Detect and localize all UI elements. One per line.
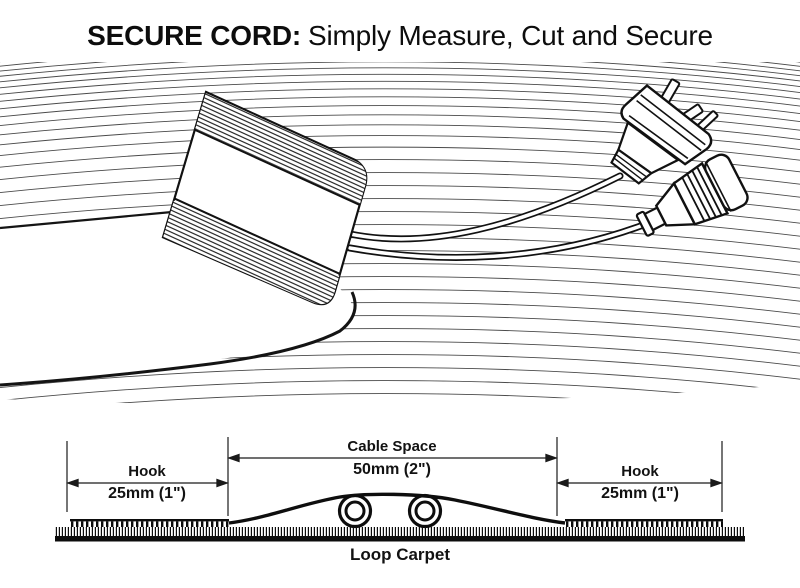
loop-carpet-backing bbox=[55, 536, 745, 542]
hook-tape-band-bottom bbox=[162, 200, 340, 313]
cord-cover-dome bbox=[228, 492, 566, 525]
cable-space-size: 50mm (2") bbox=[353, 461, 431, 478]
title-tagline: Simply Measure, Cut and Secure bbox=[307, 20, 713, 51]
loop-carpet-label: Loop Carpet bbox=[349, 545, 451, 564]
cord-strip-flap bbox=[161, 90, 372, 313]
hook-right-label: Hook bbox=[621, 463, 659, 480]
loop-carpet-pile bbox=[55, 527, 745, 536]
three-pin-plug-icon bbox=[610, 78, 719, 185]
hook-tape-right bbox=[565, 519, 723, 527]
strip-bottom-edge bbox=[0, 291, 357, 387]
cable-cross-sections bbox=[337, 493, 443, 529]
hook-tape-band-top bbox=[195, 92, 372, 205]
cable-circle-2 bbox=[407, 493, 443, 529]
brand-name: SECURE CORD: bbox=[87, 20, 301, 51]
hook-tape-left bbox=[70, 519, 229, 527]
strip-top-edge bbox=[0, 210, 173, 230]
page-title: SECURE CORD:Simply Measure, Cut and Secu… bbox=[87, 20, 713, 52]
cable-space-arrow bbox=[227, 453, 558, 463]
hook-left-size: 25mm (1") bbox=[108, 485, 186, 502]
socket-connector-icon bbox=[635, 153, 749, 237]
cross-section-diagram bbox=[55, 437, 745, 542]
hook-left-arrow bbox=[66, 478, 229, 488]
hook-right-size: 25mm (1") bbox=[601, 485, 679, 502]
cable-circle-1 bbox=[337, 493, 373, 529]
power-cables bbox=[346, 172, 650, 261]
hook-left-label: Hook bbox=[128, 463, 166, 480]
cable-space-label: Cable Space bbox=[347, 438, 437, 455]
hook-right-arrow bbox=[556, 478, 723, 488]
extension-lines bbox=[66, 437, 723, 516]
